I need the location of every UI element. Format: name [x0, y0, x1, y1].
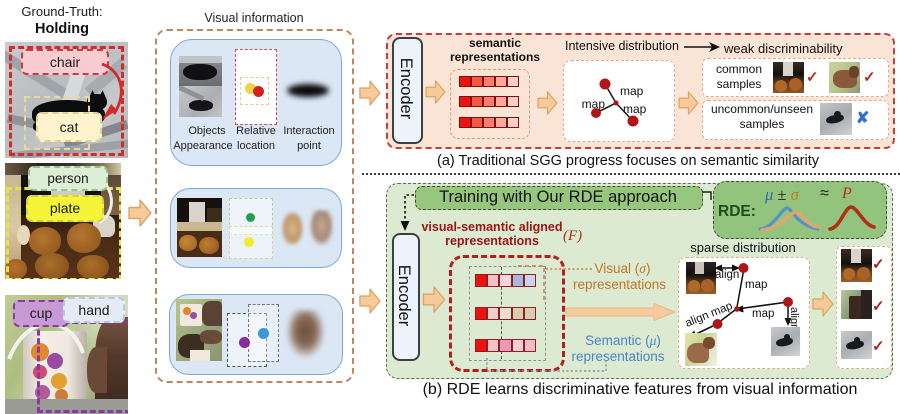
svg-text:align map: align map	[684, 300, 735, 330]
svg-text:align: align	[715, 269, 739, 281]
svg-text:map: map	[745, 279, 767, 291]
svg-text:map: map	[582, 97, 606, 111]
svg-text:map: map	[620, 84, 644, 98]
svg-text:map: map	[752, 308, 774, 320]
svg-text:align: align	[788, 307, 800, 330]
svg-text:map: map	[623, 102, 647, 116]
